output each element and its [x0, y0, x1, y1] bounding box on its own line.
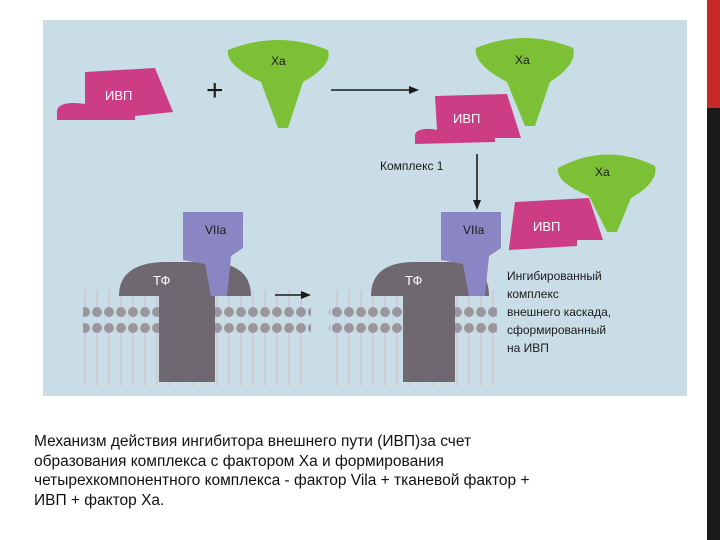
tf-label-right: ТФ — [405, 273, 423, 288]
viia-label-right: VIIa — [463, 223, 485, 237]
inhibited-complex-line-4: сформированный — [507, 323, 606, 337]
mechanism-diagram: ИВП + Xa Xa ИВП Комплекс 1 — [43, 20, 687, 396]
inhibited-complex-line-1: Ингибированный — [507, 269, 602, 283]
xa-label-left: Xa — [271, 54, 286, 68]
caption-line-2: образования комплекса с фактором Xa и фо… — [34, 452, 684, 472]
viia-label-left: VIIa — [205, 223, 227, 237]
caption-line-3: четырехкомпонентного комплекса - фактор … — [34, 471, 684, 491]
caption-line-4: ИВП + фактор Xa. — [34, 491, 684, 511]
xa-label-bottom-right: Xa — [595, 165, 610, 179]
slide-caption: Механизм действия ингибитора внешнего пу… — [34, 432, 684, 510]
inhibited-complex-line-5: на ИВП — [507, 341, 549, 355]
ivp-label-left: ИВП — [105, 88, 132, 103]
inhibited-complex-line-2: комплекс — [507, 287, 559, 301]
ivp-label-top-right: ИВП — [453, 111, 480, 126]
slide-edge-bar — [707, 0, 720, 540]
inhibited-complex-line-3: внешнего каскада, — [507, 305, 611, 319]
ivp-label-bottom-right: ИВП — [533, 219, 560, 234]
xa-label-top-right: Xa — [515, 53, 530, 67]
slide-accent-stripe — [707, 0, 720, 108]
plus-sign: + — [206, 74, 224, 107]
complex1-label: Комплекс 1 — [380, 159, 444, 173]
caption-line-1: Механизм действия ингибитора внешнего пу… — [34, 432, 684, 452]
tf-label-left: ТФ — [153, 273, 171, 288]
